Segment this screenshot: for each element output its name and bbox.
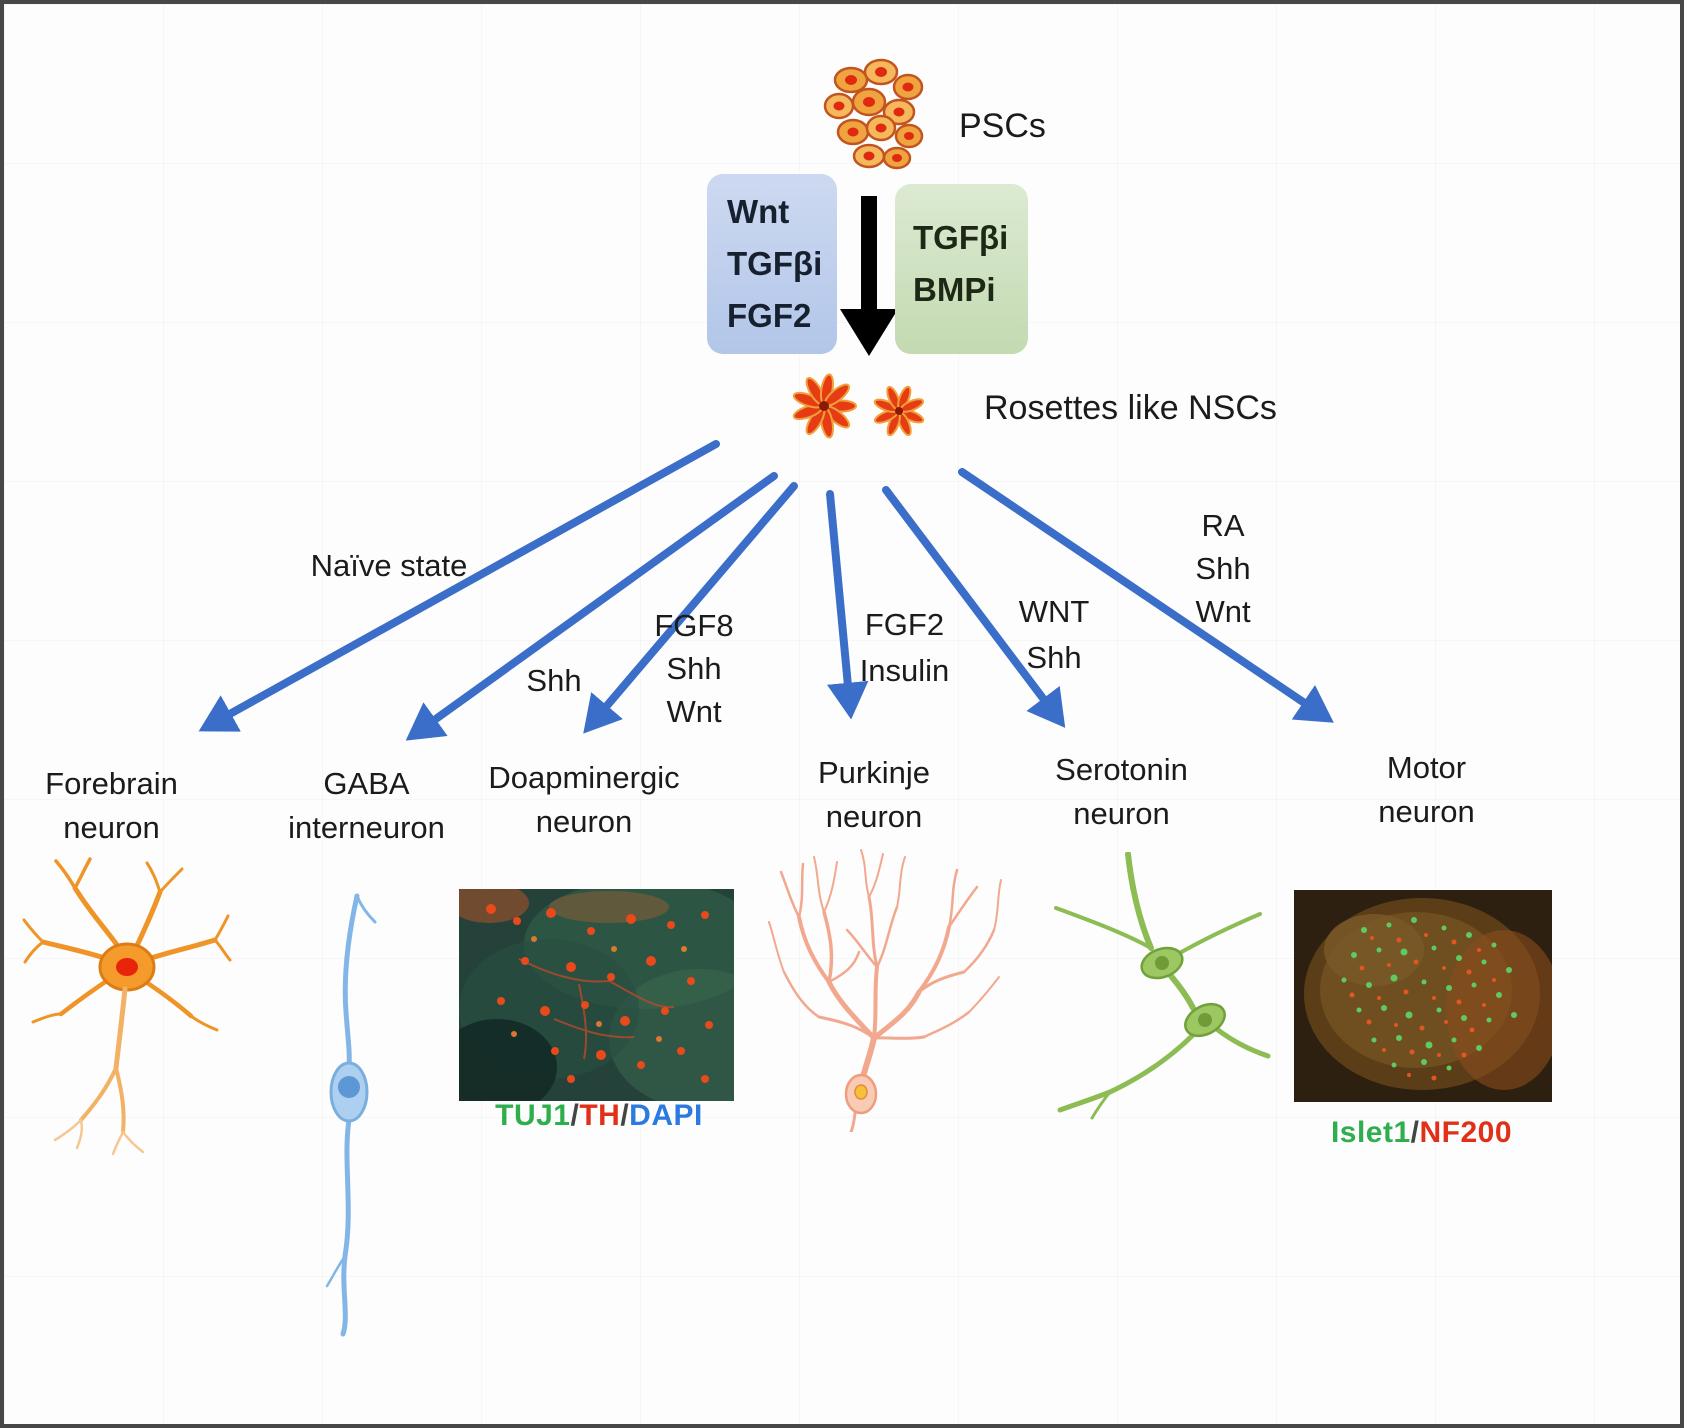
factor-label-line: Shh: [1026, 640, 1082, 675]
factor-label-gaba: Shh: [499, 659, 609, 703]
factor-label-line: Shh: [666, 651, 722, 686]
neuron-label-motor: Motor neuron: [1334, 746, 1519, 834]
factor-line: Wnt: [727, 193, 790, 230]
factor-line: TGFβi: [727, 245, 823, 282]
dopaminergic-microscopy-image: [459, 889, 734, 1101]
rosettes-label: Rosettes like NSCs: [984, 389, 1277, 427]
factor-line: TGFβi: [913, 219, 1009, 256]
caption-marker: NF200: [1419, 1116, 1513, 1149]
factor-label-motor: RA Shh Wnt: [1164, 504, 1282, 633]
factor-label-line: RA: [1201, 508, 1245, 543]
purkinje-neuron-illustration: [759, 842, 1004, 1132]
neuron-label-line: Motor: [1386, 750, 1467, 785]
rosettes-illustration: [779, 364, 941, 450]
factor-label-line: Wnt: [666, 694, 722, 729]
right-factor-box: TGFβi BMPi: [895, 184, 1028, 354]
motor-caption: Islet1/NF200: [1289, 1116, 1554, 1150]
neuron-label-purkinje: Purkinje neuron: [779, 751, 969, 839]
neuron-label-line: Serotonin: [1055, 752, 1188, 787]
neuron-label-line: neuron: [825, 799, 923, 834]
caption-marker: Islet1: [1330, 1116, 1411, 1149]
factor-line: BMPi: [913, 271, 996, 308]
factor-label-forebrain: Naïve state: [284, 544, 494, 588]
neuron-label-line: Purkinje: [818, 755, 930, 790]
factor-label-line: Insulin: [859, 653, 950, 688]
factor-label-purkinje: FGF2 Insulin: [832, 602, 977, 694]
neuron-label-line: neuron: [1378, 794, 1475, 829]
psc-to-nsc-arrow: [840, 196, 898, 356]
dopaminergic-caption: TUJ1/TH/DAPI: [459, 1099, 739, 1133]
neuron-label-gaba: GABA interneuron: [259, 762, 474, 850]
factor-label-line: Wnt: [1195, 594, 1251, 629]
motor-neuron-microscopy-image: [1294, 890, 1552, 1102]
gaba-interneuron-illustration: [299, 892, 399, 1337]
neuron-label-line: neuron: [63, 810, 160, 845]
factor-label-serotonin: WNT Shh: [989, 589, 1119, 681]
caption-separator: /: [1410, 1116, 1420, 1149]
left-factor-box: Wnt TGFβi FGF2: [707, 174, 837, 354]
neuron-label-forebrain: Forebrain neuron: [19, 762, 204, 850]
psc-label: PSCs: [959, 107, 1046, 145]
neuron-label-line: Doapminergic: [488, 760, 680, 795]
factor-line: FGF2: [727, 297, 812, 334]
neuron-label-line: interneuron: [288, 810, 445, 845]
neuron-label-line: neuron: [535, 804, 633, 839]
neuron-label-dopaminergic: Doapminergic neuron: [459, 756, 709, 844]
caption-marker: DAPI: [629, 1099, 703, 1132]
caption-separator: /: [620, 1099, 630, 1132]
neuron-label-line: Forebrain: [45, 766, 178, 801]
forebrain-neuron-illustration: [19, 856, 234, 1156]
factor-label-line: FGF8: [654, 608, 734, 643]
caption-marker: TUJ1: [495, 1099, 571, 1132]
factor-label-dopaminergic: FGF8 Shh Wnt: [629, 604, 759, 733]
factor-label-line: Shh: [526, 663, 582, 698]
factor-label-line: Shh: [1195, 551, 1251, 586]
serotonin-neuron-illustration: [1032, 852, 1272, 1120]
neuron-label-line: neuron: [1073, 796, 1170, 831]
neuron-label-serotonin: Serotonin neuron: [1019, 748, 1224, 836]
factor-label-line: FGF2: [864, 607, 945, 642]
neuron-label-line: GABA: [323, 766, 410, 801]
factor-label-line: Naïve state: [310, 548, 468, 583]
caption-marker: TH: [579, 1099, 621, 1132]
caption-separator: /: [570, 1099, 580, 1132]
psc-cells-illustration: [809, 54, 939, 184]
arrows-layer: [198, 196, 1334, 741]
factor-label-line: WNT: [1018, 594, 1090, 629]
